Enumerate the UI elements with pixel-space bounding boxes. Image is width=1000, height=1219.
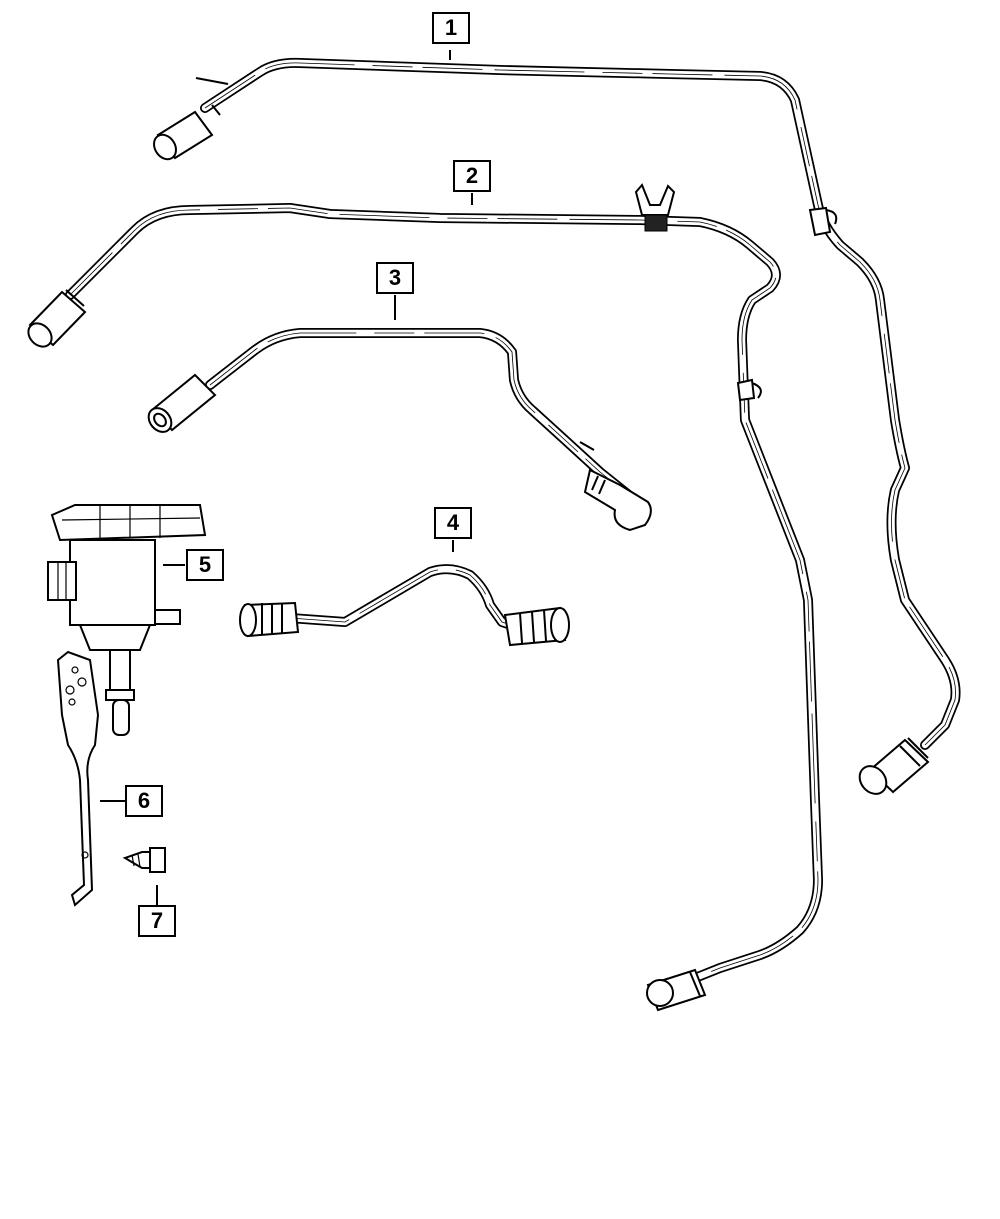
hose-2-end-connector-left — [27, 289, 87, 348]
callout-7: 7 — [138, 905, 176, 937]
hose-2-end-connector-bottom — [646, 968, 707, 1012]
hose-3-end-connector-right — [579, 441, 652, 532]
vapor-hose-1 — [153, 57, 961, 795]
hose-1-clip — [808, 206, 838, 237]
hose-2-clip — [634, 183, 762, 402]
mounting-bracket — [56, 650, 100, 907]
vapor-hose-2 — [27, 183, 823, 1012]
purge-valve-assembly — [47, 504, 207, 736]
callout-6: 6 — [125, 785, 163, 817]
callout-1: 1 — [432, 12, 470, 44]
vapor-hose-3 — [147, 328, 652, 532]
hose-3-end-connector-left — [147, 373, 217, 433]
hose-1-end-connector-right — [858, 737, 930, 795]
hose-4-quick-connector-left — [239, 601, 300, 638]
hose-1-end-connector-left — [153, 77, 229, 161]
callout-3: 3 — [376, 262, 414, 294]
callout-2: 2 — [453, 160, 491, 192]
callout-4: 4 — [434, 507, 472, 539]
vapor-hose-4 — [239, 564, 570, 647]
screw-fastener — [122, 847, 166, 873]
hose-4-quick-connector-right — [503, 606, 570, 647]
callout-leaders — [100, 50, 473, 905]
callout-5: 5 — [186, 549, 224, 581]
